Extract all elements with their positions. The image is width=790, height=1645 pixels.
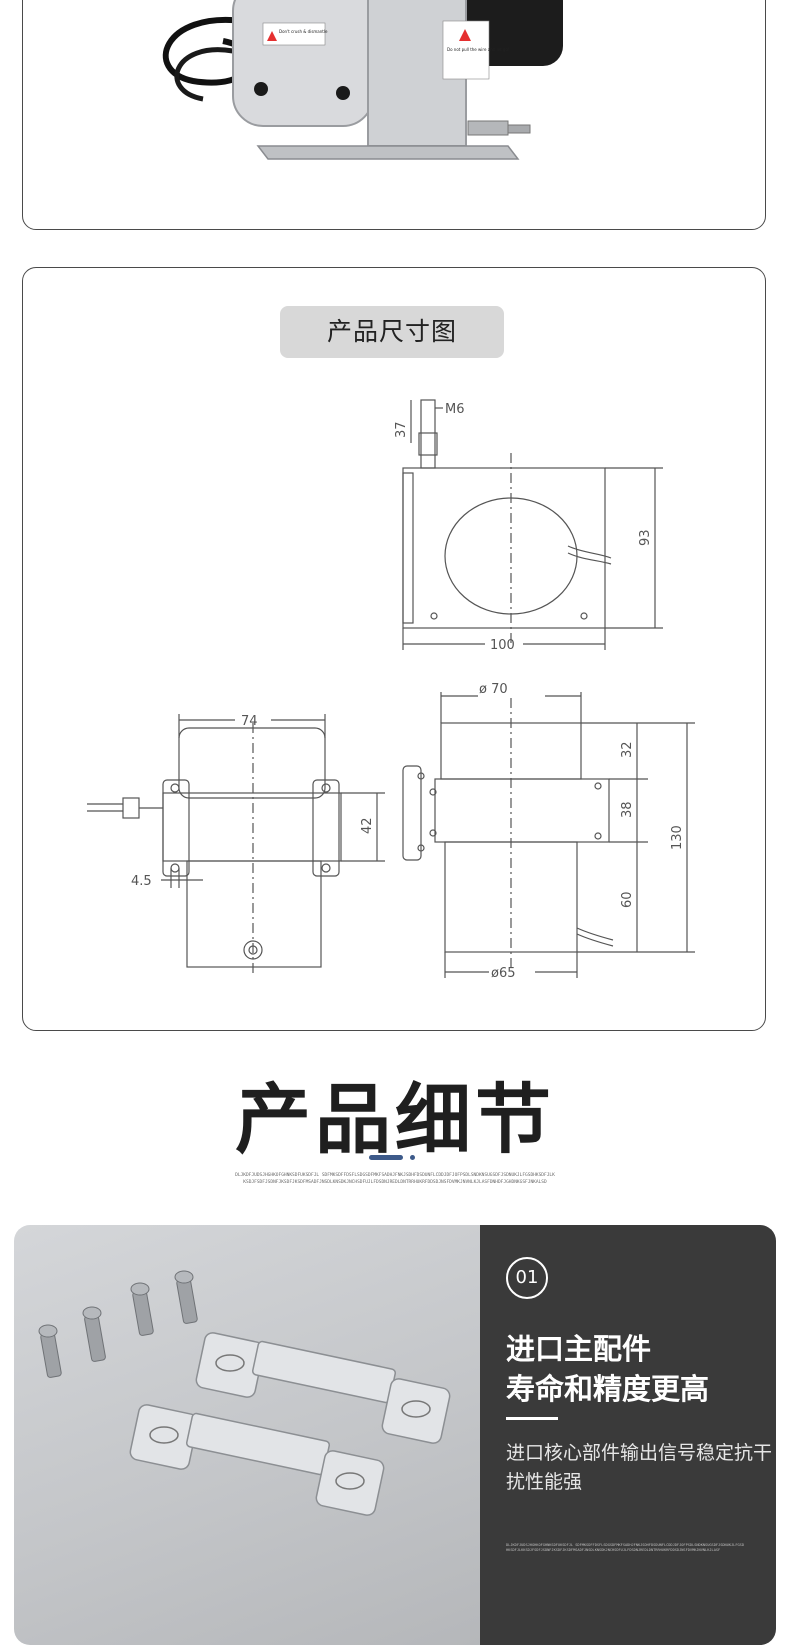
label-60: 60: [620, 891, 635, 908]
label-74: 74: [241, 714, 258, 729]
label-phi70: ø 70: [479, 682, 508, 697]
label-130: 130: [670, 825, 685, 850]
dimension-drawing: M6 37 93 100 74: [87, 399, 695, 981]
detail-description: 进口核心部件输出信号稳定抗干扰性能强: [506, 1442, 773, 1493]
dimension-title: 产品尺寸图: [280, 306, 504, 358]
detail-title-line-1: 进口主配件: [506, 1332, 652, 1366]
label-93: 93: [638, 529, 653, 546]
label-4-5: 4.5: [131, 874, 152, 889]
label-100: 100: [490, 638, 515, 653]
label-m6: M6: [445, 402, 465, 417]
bracket-photo: [14, 1225, 480, 1645]
warning-label-1: Don't crush & dismantle: [279, 29, 328, 34]
detail-title-line-2: 寿命和精度更高: [506, 1372, 710, 1406]
detail-text-area: 01 进口主配件 寿命和精度更高 进口核心部件输出信号稳定抗干扰性能强 DLJK…: [480, 1225, 776, 1645]
title-underline: [506, 1417, 558, 1420]
label-37: 37: [394, 421, 409, 438]
details-heading: 产品细节: [235, 1075, 555, 1164]
label-42: 42: [360, 817, 375, 834]
detail-number-badge: 01: [506, 1257, 548, 1299]
label-32: 32: [620, 741, 635, 758]
product-photo: Don't crush & dismantle Do not pull the …: [162, 0, 563, 160]
heading-accent-dot: [410, 1155, 415, 1160]
heading-accent-bar: [369, 1155, 403, 1160]
dimension-drawing-card: 产品尺寸图 M6 37 93 100: [22, 267, 766, 1031]
bracket-illustration: [38, 1270, 451, 1516]
warning-label-2: Do not pull the wire and let go!: [447, 47, 510, 52]
product-photo-card: Don't crush & dismantle Do not pull the …: [22, 0, 766, 230]
heading-subtext: DLJKDFJUDSJHGHKOFGHNKSDFUKSDFJL SDFMKSDF…: [235, 1173, 555, 1185]
detail-small-text: DLJKDFJUDSJHGHKOFGHNKSDFUKSDFJL SDFMKSDF…: [506, 1543, 744, 1552]
label-phi65: ø65: [491, 966, 516, 981]
detail-panel: 01 进口主配件 寿命和精度更高 进口核心部件输出信号稳定抗干扰性能强 DLJK…: [14, 1225, 776, 1645]
detail-title: 进口主配件 寿命和精度更高: [506, 1329, 776, 1409]
label-38: 38: [620, 801, 635, 818]
